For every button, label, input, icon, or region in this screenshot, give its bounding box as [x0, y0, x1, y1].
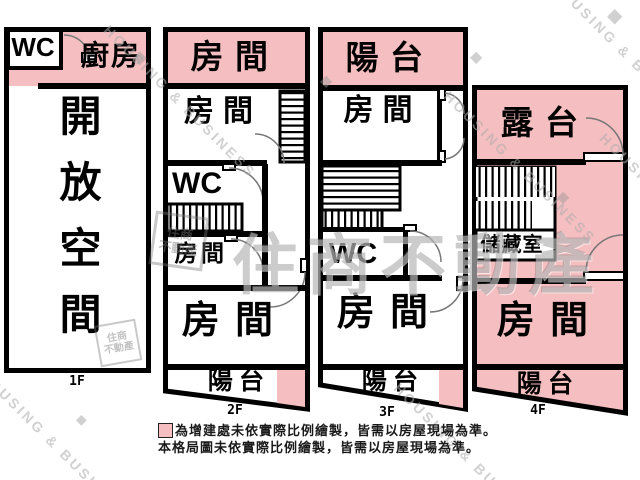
interior-wall — [320, 160, 442, 166]
staircase — [320, 164, 402, 212]
floor-plan-1f — [4, 27, 151, 373]
brand-diamond-icon: ◆ — [76, 411, 87, 427]
outer-wall — [318, 27, 468, 412]
room-label-4f-main: 房間 — [496, 300, 604, 342]
room-label-terrace: 露台 — [500, 103, 590, 141]
interior-wall — [38, 83, 146, 89]
door-arc-icon — [444, 92, 465, 115]
balcony-top-area — [323, 32, 463, 85]
interior-wall — [165, 364, 308, 370]
legend-swatch — [158, 423, 173, 438]
interior-wall — [165, 160, 267, 166]
interior-wall — [262, 164, 268, 287]
staircase — [476, 201, 532, 230]
room-label-2f-main: 房間 — [181, 300, 289, 342]
interior-wall — [320, 364, 466, 370]
room-label-wc-3f: WC — [328, 237, 378, 270]
room-label-open-space: 開放空間 — [54, 94, 101, 358]
disclaimer-line1: 為增建處未依實際比例繪製，皆需以房屋現場為準。 — [175, 423, 498, 438]
interior-wall — [474, 278, 586, 284]
room-label-storage: 儲藏室 — [480, 234, 544, 256]
staircase — [476, 167, 555, 197]
interior-wall — [437, 89, 442, 163]
interior-wall — [320, 85, 466, 91]
disclaimer-line1-row: 為增建處未依實際比例繪製，皆需以房屋現場為準。 — [158, 422, 508, 439]
door-arc-icon — [269, 271, 306, 308]
disclaimer-legend: 為增建處未依實際比例繪製，皆需以房屋現場為準。 本格局圖未依實際比例繪製，皆需以… — [158, 422, 508, 456]
floor-label-2f: 2F — [227, 403, 243, 418]
door-leaf-icon — [583, 152, 625, 162]
room-label-3f-balcony: 陽台 — [361, 366, 425, 395]
room-label-2f-mid: 房間 — [184, 95, 262, 128]
room-label-wc-2f: WC — [172, 167, 222, 200]
door-arc-icon — [585, 234, 624, 273]
floor-label-3f: 3F — [379, 405, 395, 420]
interior-wall — [474, 159, 586, 165]
room-label-3f-balcony-top: 陽台 — [345, 38, 435, 76]
room-label-kitchen: 廚房 — [80, 40, 141, 71]
door-leaf-icon — [403, 224, 417, 232]
interior-wall — [165, 231, 267, 237]
staircase — [278, 89, 307, 164]
balcony-extension-area — [439, 370, 463, 408]
room-top-area — [168, 32, 305, 83]
storage-room — [474, 228, 557, 262]
door-leaf-icon — [81, 52, 97, 63]
disclaimer-line2: 本格局圖未依實際比例繪製，皆需以房屋現場為準。 — [158, 440, 481, 455]
door-leaf-icon — [583, 271, 625, 281]
interior-wall — [320, 227, 408, 232]
door-arc-icon — [254, 133, 285, 164]
interior-wall — [474, 364, 624, 370]
interior-wall — [165, 83, 308, 89]
door-leaf-icon — [300, 258, 308, 273]
brand-diamond-icon: ◆ — [470, 49, 483, 66]
room-label-wc-1f: WC — [11, 32, 55, 62]
door-arc-icon — [429, 278, 464, 313]
interior-wall — [320, 275, 442, 281]
interior-wall — [165, 285, 308, 291]
disclaimer-line2-row: 本格局圖未依實際比例繪製，皆需以房屋現場為準。 — [158, 439, 508, 456]
wc-room — [6, 28, 63, 70]
door-leaf-icon — [224, 234, 238, 242]
floor-plan-3f — [318, 27, 468, 412]
room-label-2f-small: 房間 — [174, 239, 228, 266]
floor-label-1f: 1F — [69, 374, 85, 389]
staircase — [165, 202, 244, 233]
room-label-4f-balcony: 陽台 — [516, 369, 580, 398]
floor-plan-2f — [163, 27, 310, 412]
balcony-extension-area — [277, 370, 305, 407]
floor-label-4f: 4F — [530, 403, 546, 418]
door-arc-icon — [444, 137, 465, 160]
door-arc-icon — [409, 230, 442, 263]
room-label-2f-top: 房間 — [190, 37, 280, 75]
floor-plan-4f — [472, 85, 628, 416]
room-label-3f-mid: 房間 — [343, 94, 422, 127]
door-arc-icon — [585, 117, 624, 156]
room-label-2f-balcony: 陽台 — [207, 366, 271, 395]
room-label-3f-main: 房間 — [336, 292, 444, 334]
brand-diamond-icon: ◆ — [607, 5, 623, 27]
door-leaf-icon — [222, 163, 236, 171]
interior-wall — [403, 227, 408, 279]
door-leaf-icon — [438, 88, 446, 101]
